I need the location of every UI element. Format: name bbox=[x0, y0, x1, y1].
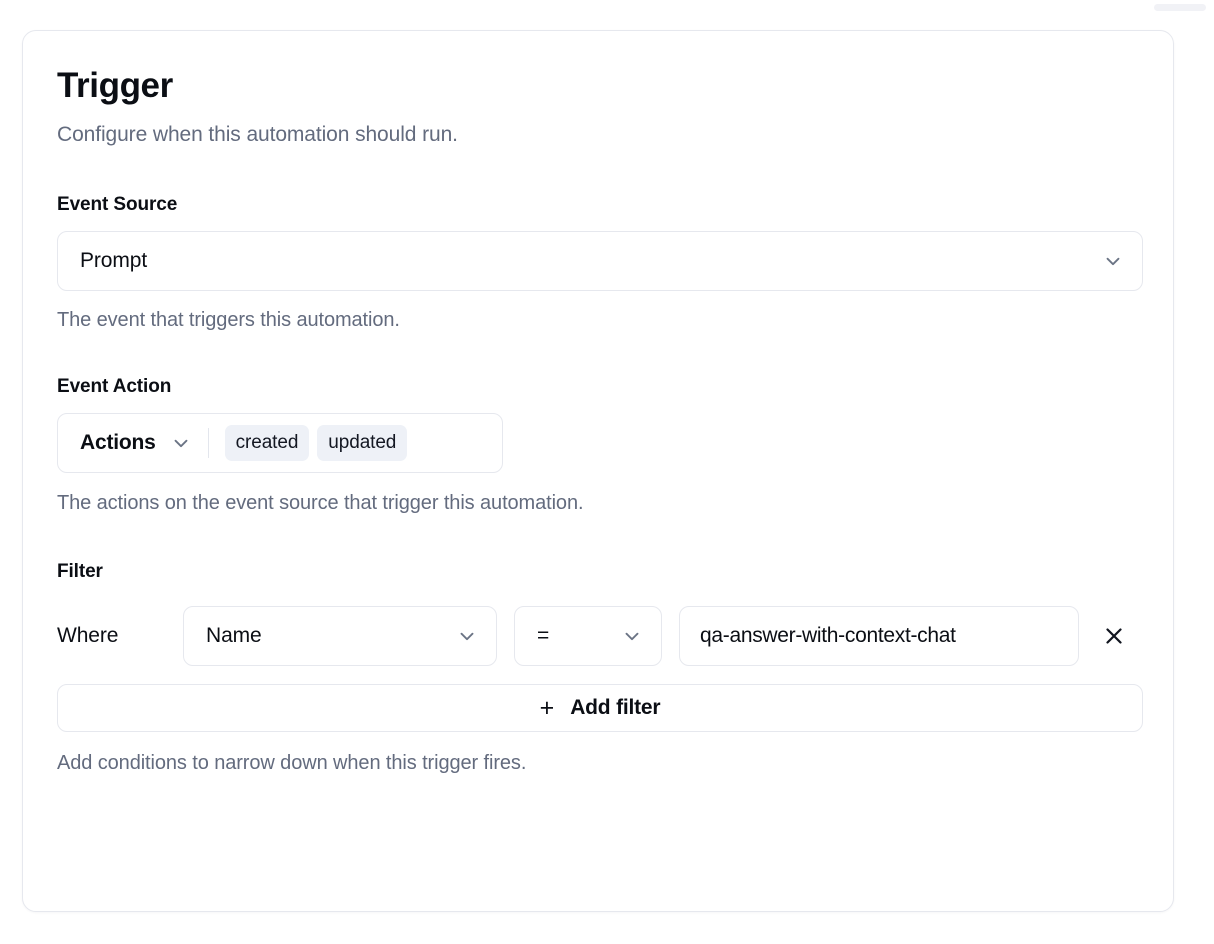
page-subtitle: Configure when this automation should ru… bbox=[57, 123, 458, 146]
event-action-chip[interactable]: updated bbox=[317, 425, 408, 461]
event-action-dropdown-label: Actions bbox=[80, 431, 156, 454]
event-source-help: The event that triggers this automation. bbox=[57, 309, 400, 331]
filter-operator-select[interactable]: = bbox=[514, 606, 662, 666]
event-action-dropdown-trigger[interactable]: Actions bbox=[80, 431, 192, 455]
trigger-card: Trigger Configure when this automation s… bbox=[22, 30, 1174, 912]
add-filter-label: Add filter bbox=[570, 696, 661, 719]
filter-group: Filter Where Name = + bbox=[57, 560, 1143, 776]
event-action-label: Event Action bbox=[57, 376, 172, 397]
event-action-group: Event Action Actions created updated The… bbox=[57, 375, 1139, 516]
page-title: Trigger bbox=[57, 66, 173, 105]
filter-operator-value: = bbox=[537, 624, 550, 647]
filter-label: Filter bbox=[57, 561, 103, 582]
filter-value-field[interactable] bbox=[679, 606, 1079, 666]
event-source-select[interactable]: Prompt bbox=[57, 231, 1143, 291]
filter-value-input[interactable] bbox=[698, 623, 1060, 649]
filter-condition-row: Where Name = bbox=[57, 606, 1139, 666]
chevron-down-icon bbox=[460, 632, 474, 641]
add-filter-button[interactable]: + Add filter bbox=[57, 684, 1143, 732]
event-action-chip[interactable]: created bbox=[224, 425, 310, 461]
filter-field-value: Name bbox=[206, 624, 262, 647]
event-source-label: Event Source bbox=[57, 194, 178, 215]
divider bbox=[207, 428, 209, 458]
event-source-group: Event Source Prompt The event that trigg… bbox=[57, 193, 1143, 333]
event-action-chip-list: created updated bbox=[224, 425, 408, 461]
event-action-help: The actions on the event source that tri… bbox=[57, 492, 584, 514]
chevron-down-icon bbox=[1106, 257, 1120, 266]
where-label: Where bbox=[57, 624, 119, 647]
chevron-down-icon bbox=[174, 439, 188, 448]
close-icon bbox=[1106, 628, 1122, 644]
plus-icon: + bbox=[539, 693, 555, 722]
filter-help: Add conditions to narrow down when this … bbox=[57, 752, 527, 774]
filter-field-select[interactable]: Name bbox=[183, 606, 497, 666]
remove-filter-button[interactable] bbox=[1097, 619, 1131, 653]
event-source-value: Prompt bbox=[80, 249, 148, 272]
scrollbar-thumb[interactable] bbox=[1154, 4, 1206, 11]
event-action-combo: Actions created updated bbox=[57, 413, 503, 473]
chevron-down-icon bbox=[625, 632, 639, 641]
